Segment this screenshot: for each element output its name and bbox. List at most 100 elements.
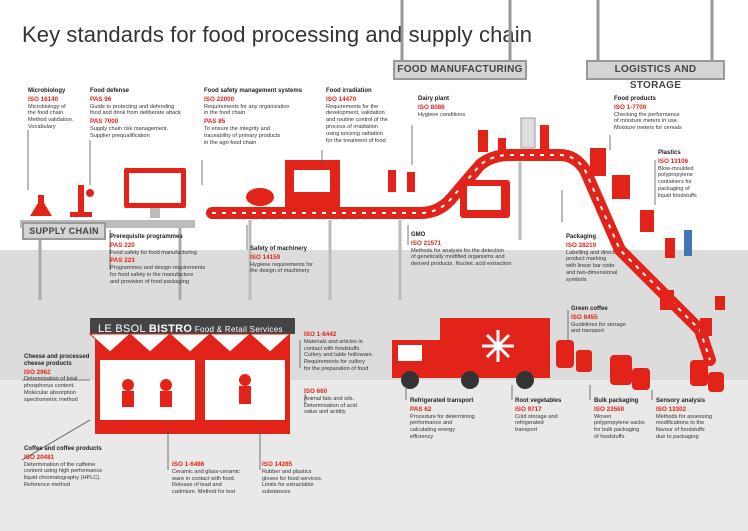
standard-description-line: flavour of foodstuffs	[656, 427, 705, 434]
standard-description-line: Methods for analysis for the detection	[411, 247, 504, 254]
standard-code: ISO 20481	[24, 453, 55, 461]
standard-description-line: substances	[262, 489, 291, 496]
standard-description-line: derived products. Nucleic acid extractio…	[411, 261, 512, 268]
standard-heading: Coffee and coffee products	[24, 446, 102, 452]
standard-description-line: polypropylene sacks	[594, 420, 645, 427]
standard-description-line: with linear bar code	[566, 263, 615, 270]
standard-description-line: containers for	[658, 179, 692, 186]
standard-code: PAS 96	[90, 95, 112, 103]
standard-code: ISO 2962	[24, 368, 51, 376]
standard-description-line: Procedure for determining	[410, 413, 475, 420]
standard-description-line: Release of lead and	[172, 482, 222, 489]
standard-description-line: Reference method	[24, 481, 71, 488]
plastic-bottle-icon	[684, 230, 692, 256]
standard-description-line: Molecular absorption	[24, 389, 76, 396]
standard-description-line: spectrometric method	[24, 396, 78, 403]
standard-description-line: Checking the performance	[614, 111, 680, 118]
restaurant-building-icon	[88, 318, 295, 434]
standard-description-line: gloves for food services.	[262, 475, 323, 482]
standard-description-line: Moisture meters for cereals	[614, 125, 682, 132]
standard-heading: Microbiology	[28, 88, 66, 94]
standard-description-line: and routine control of the	[326, 117, 388, 124]
standard-description-line: performance and	[410, 420, 453, 427]
flask-icon	[30, 195, 52, 216]
standard-description-line: Animal fats and oils.	[304, 395, 355, 402]
standard-description-line: Labelling and direct	[566, 249, 615, 256]
standard-description-line: in the agri-food chain	[204, 139, 257, 146]
water-bottle-icon	[520, 117, 536, 149]
standard-description-line: of moisture meters in use.	[614, 118, 679, 125]
lab-bench	[20, 220, 195, 228]
standard-description-line: process of irradiation	[326, 123, 378, 130]
standard-description-line: liquid foodstuffs	[658, 192, 697, 199]
standard-description-line: Programmes and design requirements	[110, 265, 206, 272]
standard-description-line: Blow-moulded	[658, 165, 694, 172]
standard-description-line: contact with foodstuffs.	[304, 345, 361, 352]
standard-description-line: transport	[515, 427, 538, 434]
standard-code: PAS 220	[110, 241, 135, 249]
standard-description-line: Guidelines for storage	[571, 321, 626, 328]
standard-description-line: and two-dimensional	[566, 269, 618, 276]
standard-description-line: the design of machinery	[250, 268, 310, 275]
standard-heading: Root vegetables	[515, 398, 562, 404]
standard-description-line: ware in contact with food.	[172, 475, 236, 482]
standard-description-line: the food chain.	[28, 110, 65, 117]
standard-description-line: cadmium. Method for test	[172, 489, 236, 496]
standard-description-line: traceability of primary products	[204, 132, 281, 139]
standard-description-line: symbols	[566, 276, 587, 283]
standard-code: ISO 13106	[658, 157, 689, 165]
standard-description-line: for the treatment of food	[326, 137, 386, 144]
standard-code: ISO 22000	[204, 95, 235, 103]
standard-description-line: in the food chain	[204, 110, 246, 117]
standard-code: ISO 660	[304, 388, 328, 395]
standard-code: ISO 21571	[411, 239, 442, 247]
standard-description-line: Vocabulary	[28, 123, 56, 130]
standard-description-line: Requirements for any organization	[204, 103, 290, 110]
standard-code: ISO 14285	[262, 461, 293, 468]
conveyor-belt	[206, 149, 716, 366]
standard-description-line: content using high performance	[24, 468, 103, 475]
standard-description-line: for the preparation of food	[304, 365, 369, 372]
standard-description-line: and provision of food packaging	[110, 278, 189, 285]
standard-code: ISO 14159	[250, 253, 281, 261]
standard-code: ISO 28219	[566, 241, 597, 249]
standard-description-line: Supply chain risk management.	[90, 125, 169, 132]
standard-description-line: Woven	[594, 413, 612, 420]
standard-heading: Cheese and processed cheese products	[24, 354, 90, 367]
standard-code: ISO 13302	[656, 405, 687, 413]
standard-code: ISO 23560	[594, 405, 625, 413]
roast-chicken-icon	[246, 188, 274, 206]
standard-description-line: packaging of	[658, 185, 690, 192]
standard-description-line: Cold storage and	[515, 413, 558, 420]
standard-heading: Green coffee	[571, 306, 608, 312]
standard-description-line: value and acidity	[304, 409, 346, 416]
standard-heading: Prerequisite programmes	[110, 234, 183, 240]
standard-description-line: Methods for assessing	[656, 413, 712, 420]
standard-description-line: phosphorus content.	[24, 383, 75, 390]
standard-description-line: Limits for extractable	[262, 482, 314, 489]
standard-description-line: Cutlery and table holloware.	[304, 352, 374, 359]
standard-description-line: Hygiene requirements for	[250, 261, 313, 268]
standard-description-line: Requirements for cutlery	[304, 359, 365, 366]
standard-code: ISO 16140	[28, 95, 59, 103]
standard-code: ISO 14470	[326, 95, 357, 103]
standard-code: PAS 7000	[90, 118, 119, 126]
